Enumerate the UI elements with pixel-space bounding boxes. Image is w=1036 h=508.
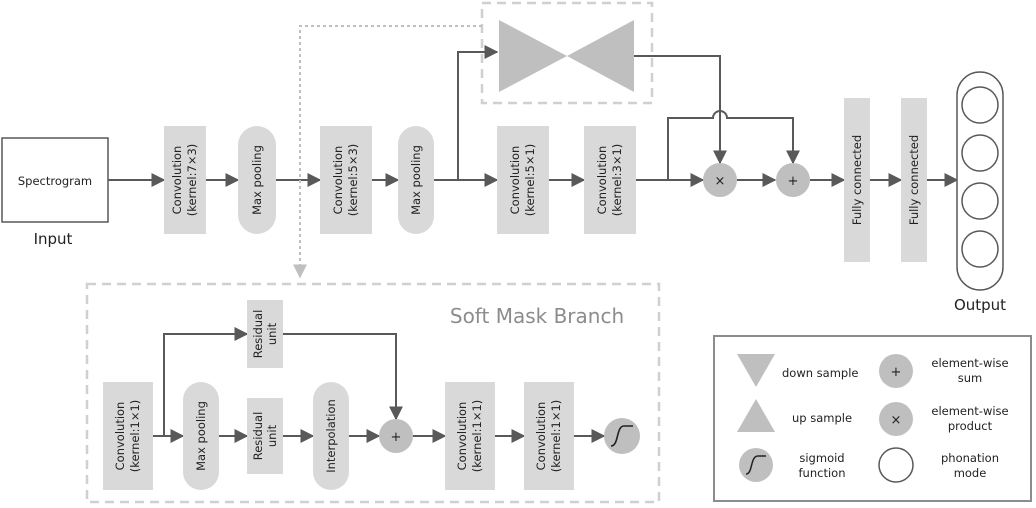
conv3-line2: (kernel:5×1) [523,144,537,217]
conv1-block: Convolution (kernel:7×3) [164,126,206,234]
sm-pool-block: Max pooling [183,382,219,490]
sm-interp-label: Interpolation [324,399,338,473]
pool2-block: Max pooling [398,126,434,234]
legend-sigmoid-line2: function [799,466,846,480]
input-block: Spectrogram [1,137,109,223]
output-node [961,134,999,172]
sm-conv-a-block: Convolution (kernel:1×1) [103,382,153,490]
sm-conv-a-line1: Convolution [113,402,127,471]
fc1-label: Fully connected [850,135,864,225]
output-node [961,182,999,220]
conv4-line2: (kernel:3×1) [610,144,624,217]
sm-conv-b-line1: Convolution [455,402,469,471]
legend-phonation-icon [878,447,914,483]
output-node [961,230,999,268]
conv3-block: Convolution (kernel:5×1) [497,126,549,234]
legend-product-icon: × [879,402,913,436]
conv3-line1: Convolution [508,146,522,215]
conv4-block: Convolution (kernel:3×1) [584,126,636,234]
sm-conv-c-block: Convolution (kernel:1×1) [524,382,574,490]
fc1-block: Fully connected [844,98,870,262]
legend-sigmoid-icon [739,448,773,482]
legend-sum-line2: sum [958,371,982,385]
arrow-hourglass-product [634,55,727,165]
soft-mask-title: Soft Mask Branch [450,304,624,328]
sm-residual-top-line1: Residual [251,310,265,359]
legend-phonation-line2: mode [954,466,987,480]
legend-sum-icon: + [879,354,913,388]
sum-node: + [776,163,810,197]
conv2-line2: (kernel:5×3) [346,144,360,217]
legend-sum-line1: element-wise [931,356,1008,370]
down-sample-icon [737,354,775,387]
conv1-line2: (kernel:7×3) [185,144,199,217]
legend-sigmoid-line1: sigmoid [799,451,844,465]
sm-sum-node: + [379,419,413,453]
sm-residual-bottom-block: Residual unit [247,398,283,474]
soft-mask-link [293,25,482,279]
product-symbol: × [715,174,726,189]
sm-residual-bottom-line1: Residual [251,412,265,461]
legend-sum-symbol: + [891,365,902,380]
output-block [956,71,1004,291]
sm-interp-block: Interpolation [313,382,349,490]
up-sample-icon [737,399,775,432]
sm-conv-a-line2: (kernel:1×1) [128,400,142,473]
arrow-sm-to-residual-top [163,327,249,436]
sm-residual-bottom-line2: unit [265,424,279,447]
sm-conv-c-line1: Convolution [534,402,548,471]
sum-symbol: + [788,174,799,189]
conv2-block: Convolution (kernel:5×3) [320,126,372,234]
sm-residual-top-line2: unit [265,322,279,345]
sm-sum-symbol: + [391,430,402,445]
input-caption: Input [34,230,73,248]
product-node: × [703,163,737,197]
sm-conv-b-line2: (kernel:1×1) [470,400,484,473]
legend-up-sample: up sample [792,411,852,425]
up-sample-shape [567,20,634,92]
pool1-label: Max pooling [250,145,264,215]
conv1-line1: Convolution [170,146,184,215]
output-node [961,86,999,124]
fc2-block: Fully connected [901,98,927,262]
pool2-label: Max pooling [409,145,423,215]
legend-product-symbol: × [891,413,902,428]
sm-pool-label: Max pooling [194,401,208,471]
sm-conv-b-block: Convolution (kernel:1×1) [445,382,495,490]
arrow-residual-top-sum [283,333,403,421]
sigmoid-icon [745,455,766,475]
sm-residual-top-block: Residual unit [247,300,283,368]
output-caption: Output [954,296,1006,314]
pool1-block: Max pooling [238,126,276,234]
conv4-line1: Convolution [595,146,609,215]
fc2-label: Fully connected [907,135,921,225]
legend-down-sample: down sample [782,366,859,380]
legend-product-line2: product [948,419,993,433]
soft-mask-frame [85,282,661,504]
legend-product-line1: element-wise [931,404,1008,418]
sm-conv-c-line2: (kernel:1×1) [549,400,563,473]
sigmoid-icon [610,425,633,447]
sm-sigmoid-node [604,418,640,454]
input-label: Spectrogram [18,174,92,188]
arrow-to-hourglass [457,45,499,180]
legend-phonation-line1: phonation [941,451,999,465]
down-sample-shape [499,20,567,92]
conv2-line1: Convolution [331,146,345,215]
